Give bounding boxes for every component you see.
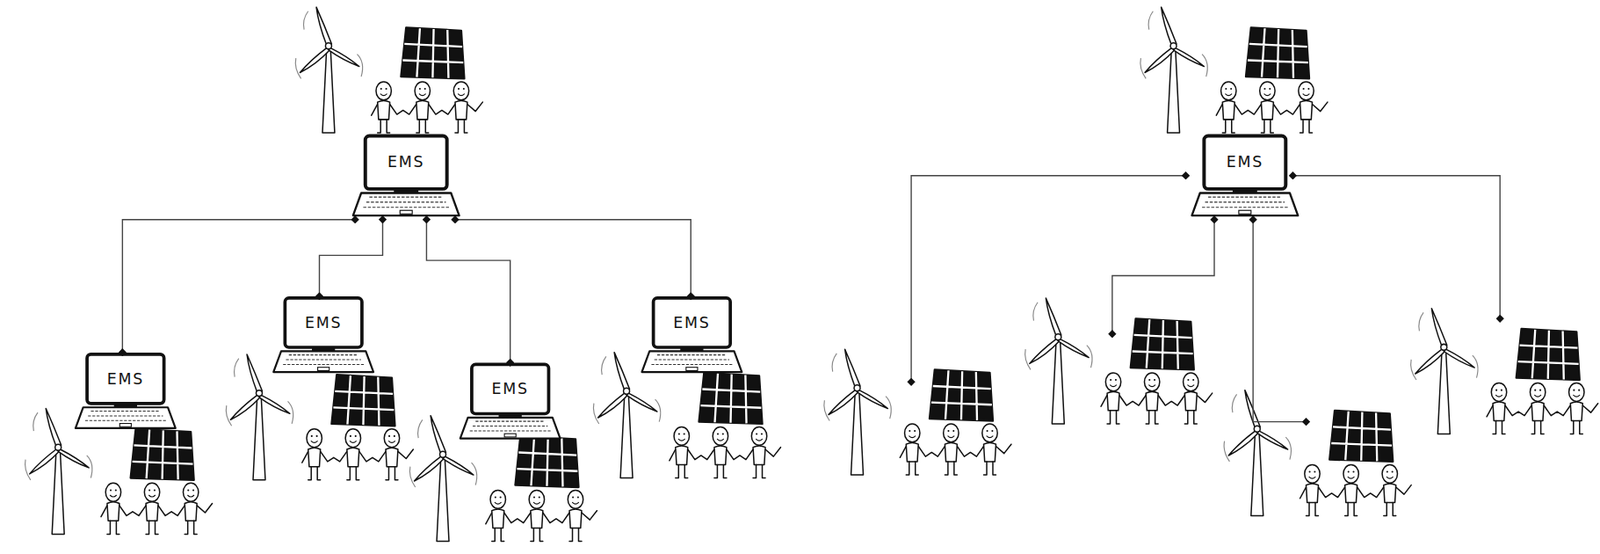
energy-community [409, 415, 597, 542]
energy-community [1140, 7, 1328, 133]
direct-link-line [911, 175, 1186, 383]
laptop-touchpad [504, 433, 516, 437]
laptop-base [75, 406, 176, 428]
laptop-screen [365, 135, 448, 189]
laptop-outline [75, 352, 176, 433]
direct-link-line [1292, 175, 1500, 319]
laptop-keyboard [651, 354, 732, 365]
laptop-outline [460, 361, 561, 442]
laptop-base [641, 350, 742, 372]
energy-community [295, 7, 483, 133]
screen-label-area: EMS [365, 136, 447, 189]
laptop-touchpad [1238, 209, 1252, 214]
laptop-keyboard [470, 420, 551, 431]
ems-laptop: EMS [353, 133, 460, 220]
ems-laptop: EMS [460, 361, 561, 442]
screen-label-area: EMS [471, 364, 548, 413]
energy-community [1025, 297, 1213, 424]
connector-line [426, 219, 510, 363]
energy-community [1411, 308, 1599, 435]
direct-link-line [1252, 219, 1306, 422]
node-label: EMS [1226, 153, 1264, 171]
laptop-outline [273, 296, 374, 377]
screen-label-area: EMS [653, 297, 730, 347]
ems-laptop: EMS [273, 296, 374, 377]
node-label: EMS [491, 380, 529, 398]
laptop-touchpad [399, 209, 413, 214]
node-label: EMS [304, 314, 342, 332]
laptop-screen [471, 363, 550, 413]
laptop-screen [653, 297, 732, 348]
ems-laptop: EMS [1191, 133, 1298, 220]
node-label: EMS [387, 153, 425, 171]
laptop-screen [284, 297, 362, 348]
connector-line [319, 219, 384, 297]
energy-community [225, 354, 413, 480]
direct-links [911, 175, 1500, 422]
screen-label-area: EMS [1204, 136, 1286, 189]
laptop-screen [86, 354, 165, 404]
laptop-touchpad [119, 423, 131, 428]
ems-laptop: EMS [75, 352, 176, 433]
direct-link-line [1112, 219, 1215, 334]
laptop-touchpad [318, 367, 330, 371]
laptop-outline [641, 296, 742, 377]
energy-community [1223, 390, 1412, 516]
laptop-outline [1191, 133, 1298, 220]
laptop-keyboard [1201, 196, 1289, 208]
laptop-base [353, 192, 460, 216]
laptop-base [273, 350, 374, 372]
energy-community [824, 348, 1012, 475]
node-label: EMS [107, 369, 145, 387]
screen-label-area: EMS [87, 354, 164, 403]
connector-line [122, 219, 355, 353]
laptop-base [1191, 192, 1298, 216]
laptop-touchpad [686, 367, 698, 371]
laptop-base [460, 417, 561, 439]
laptop-keyboard [282, 354, 364, 365]
screen-label-area: EMS [285, 297, 362, 347]
connector-line [455, 219, 691, 297]
laptop-keyboard [85, 411, 167, 421]
laptop-keyboard [362, 196, 449, 208]
laptop-outline [353, 133, 460, 220]
laptop-screen [1203, 135, 1286, 189]
node-label: EMS [673, 314, 710, 332]
ems-laptop: EMS [641, 296, 742, 377]
